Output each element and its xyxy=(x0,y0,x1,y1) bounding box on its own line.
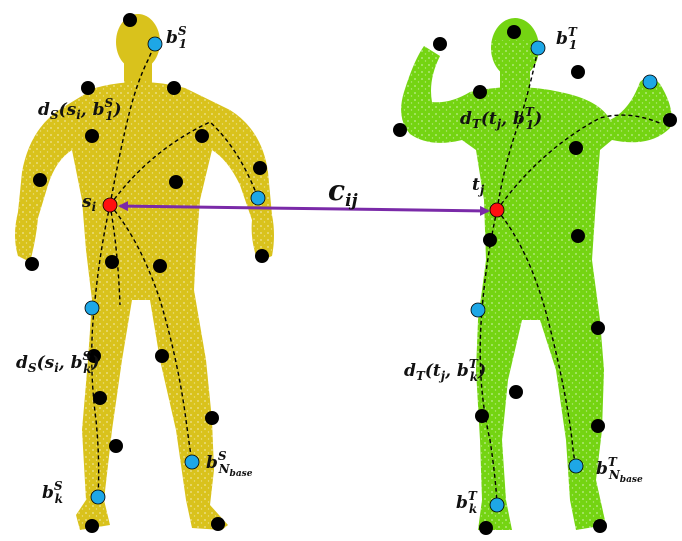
target-landmark xyxy=(531,41,545,55)
source-point xyxy=(105,255,119,269)
target-landmark xyxy=(490,498,504,512)
target-landmark xyxy=(569,459,583,473)
source-landmark xyxy=(85,301,99,315)
target-point xyxy=(475,409,489,423)
source-point xyxy=(109,439,123,453)
target-point xyxy=(509,385,523,399)
source-point xyxy=(155,349,169,363)
target-landmark xyxy=(643,75,657,89)
source-landmark xyxy=(185,455,199,469)
target-point xyxy=(479,521,493,535)
target-point xyxy=(591,419,605,433)
source-point xyxy=(169,175,183,189)
source-point xyxy=(81,81,95,95)
label-c-ij: cij xyxy=(328,174,359,211)
source-body-shape xyxy=(8,14,288,540)
source-landmark xyxy=(91,490,105,504)
source-point xyxy=(85,519,99,533)
source-landmark xyxy=(148,37,162,51)
source-point xyxy=(255,249,269,263)
source-point xyxy=(33,173,47,187)
source-point xyxy=(123,13,137,27)
source-point xyxy=(205,411,219,425)
target-landmark xyxy=(471,303,485,317)
target-point xyxy=(393,123,407,137)
target-point xyxy=(571,229,585,243)
source-point xyxy=(93,391,107,405)
target-point xyxy=(433,37,447,51)
target-body-shape xyxy=(395,18,680,535)
target-query-point xyxy=(490,203,504,217)
target-point xyxy=(569,141,583,155)
target-point xyxy=(483,233,497,247)
source-point xyxy=(153,259,167,273)
source-query-point xyxy=(103,198,117,212)
target-point xyxy=(591,321,605,335)
target-point xyxy=(571,65,585,79)
source-point xyxy=(25,257,39,271)
target-point xyxy=(473,85,487,99)
target-point xyxy=(593,519,607,533)
source-point xyxy=(167,81,181,95)
source-point xyxy=(85,129,99,143)
target-point xyxy=(663,113,677,127)
source-point xyxy=(195,129,209,143)
source-point xyxy=(253,161,267,175)
source-landmark xyxy=(251,191,265,205)
target-point xyxy=(507,25,521,39)
source-point xyxy=(211,517,225,531)
